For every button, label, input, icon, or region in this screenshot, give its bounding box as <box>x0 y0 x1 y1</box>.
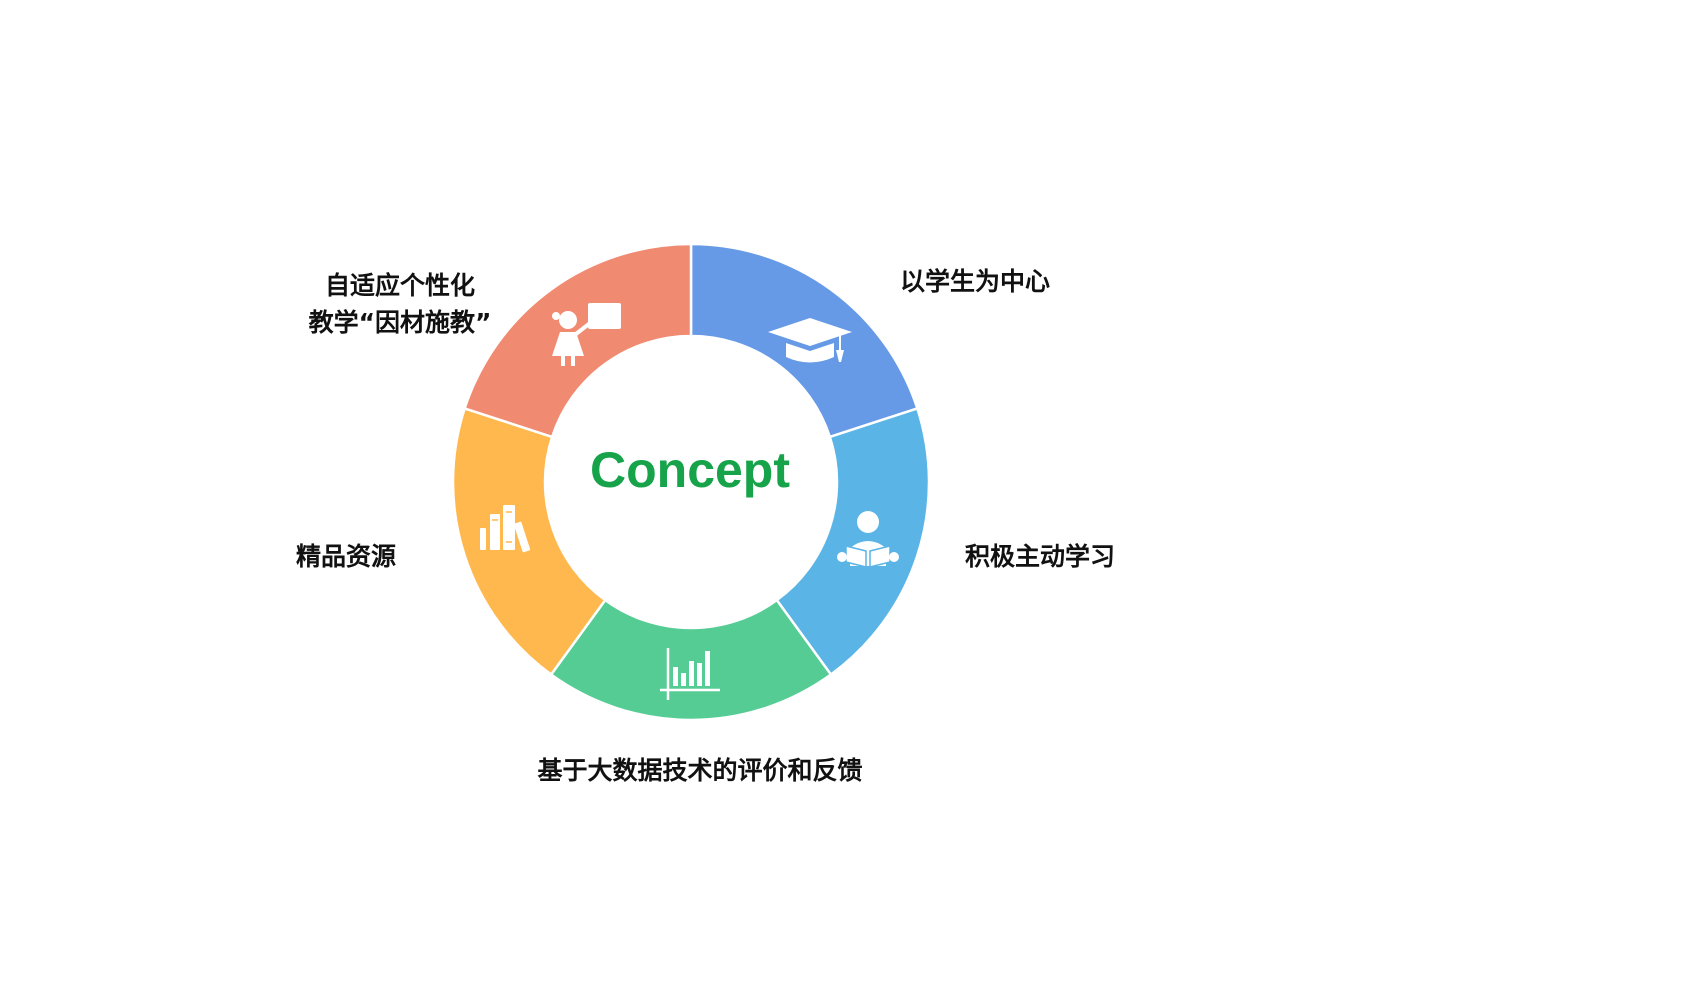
segment-label-line: 积极主动学习 <box>965 542 1116 571</box>
center-title: Concept <box>590 442 790 498</box>
ring-segment-evaluation <box>549 598 833 722</box>
segment-label-student-centered: 以学生为中心 <box>900 263 1050 300</box>
segment-label-line: 以学生为中心 <box>900 267 1051 296</box>
segment-label-line: 精品资源 <box>296 542 397 571</box>
reading-student-icon <box>837 511 899 568</box>
ring-segments <box>451 242 931 722</box>
teacher-icon <box>552 303 621 366</box>
segment-label-line: 教学“因材施教” <box>308 308 492 337</box>
segment-label-quality-resources: 精品资源 <box>296 538 396 575</box>
segment-label-adaptive: 自适应个性化 教学“因材施教” <box>300 267 500 341</box>
books-icon <box>480 505 531 553</box>
segment-label-line: 基于大数据技术的评价和反馈 <box>537 756 863 785</box>
segment-label-line: 自适应个性化 <box>324 271 475 300</box>
ring-segment-active-learning <box>775 406 931 677</box>
graduation-cap-icon <box>768 318 852 363</box>
ring-segment-quality-resources <box>451 406 607 677</box>
segment-label-evaluation: 基于大数据技术的评价和反馈 <box>500 752 900 789</box>
bar-chart-icon <box>660 648 720 700</box>
segment-label-active-learning: 积极主动学习 <box>965 538 1115 575</box>
